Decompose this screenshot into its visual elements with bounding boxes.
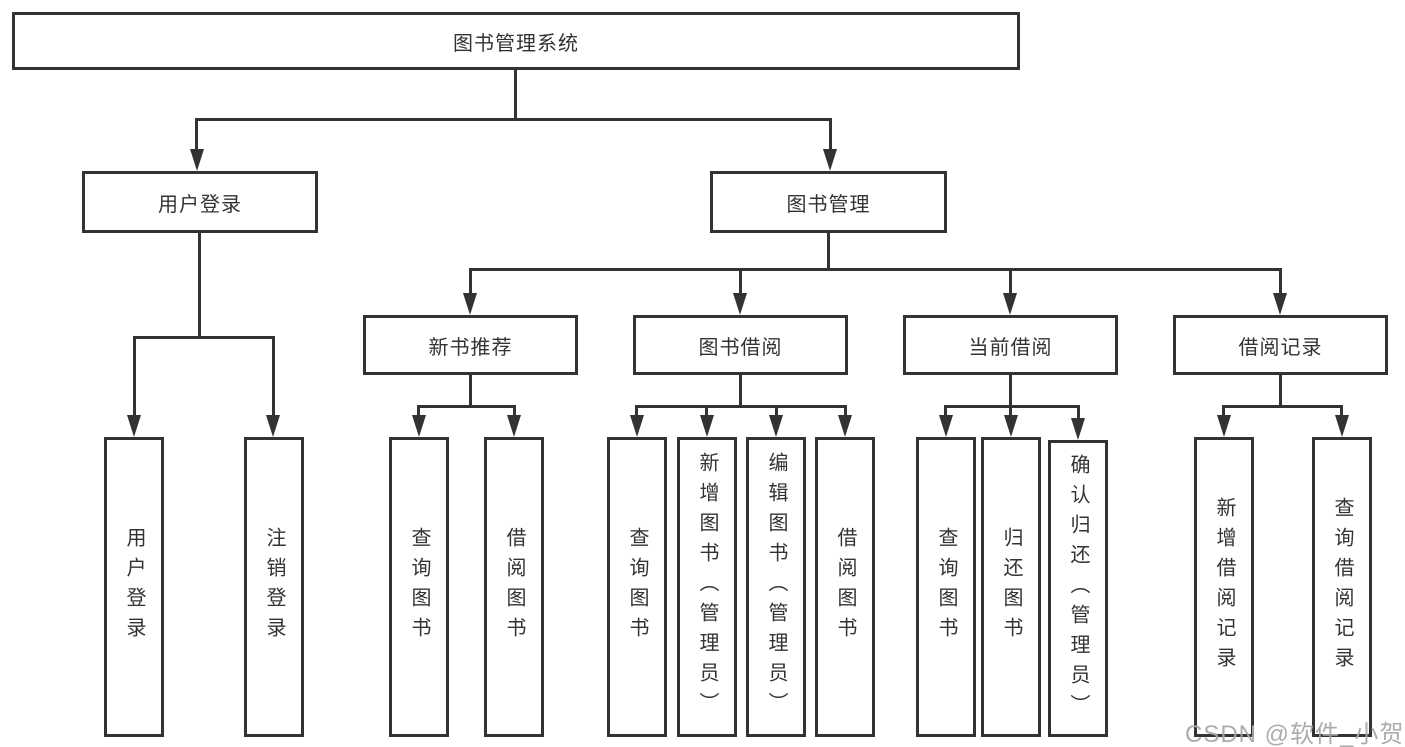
connector-line	[469, 268, 472, 295]
node-label: 新增图书（管理员）	[696, 452, 718, 722]
connector-line	[944, 405, 1080, 408]
connector-line	[1009, 268, 1012, 295]
node-user-login-module: 用户登录	[82, 171, 318, 233]
connector-line	[1222, 405, 1343, 408]
connector-line	[469, 375, 472, 405]
arrowhead-icon	[190, 149, 204, 171]
node-label: 查询借阅记录	[1331, 497, 1353, 677]
leaf-current-query-books: 查询图书	[916, 437, 976, 737]
connector-line	[133, 336, 275, 339]
node-label: 确认归还（管理员）	[1067, 453, 1089, 724]
connector-line	[635, 405, 846, 408]
node-label: 图书借阅	[698, 336, 783, 359]
connector-line	[198, 233, 201, 336]
connector-line	[1279, 268, 1282, 295]
node-label: 归还图书	[1000, 527, 1022, 647]
node-library-system: 图书管理系统	[12, 12, 1020, 70]
node-label: 用户登录	[123, 527, 145, 647]
node-label: 查询图书	[408, 527, 430, 647]
connector-line	[739, 268, 742, 295]
connector-line	[469, 268, 1282, 271]
arrowhead-icon	[1335, 415, 1349, 437]
node-label: 新书推荐	[428, 336, 513, 359]
arrowhead-icon	[266, 415, 280, 437]
arrowhead-icon	[463, 293, 477, 315]
leaf-records-add-record: 新增借阅记录	[1194, 437, 1254, 737]
connector-line	[417, 405, 516, 408]
leaf-borrowing-edit-books-admin: 编辑图书（管理员）	[746, 437, 806, 737]
node-label: 借阅图书	[503, 527, 525, 647]
arrowhead-icon	[1273, 293, 1287, 315]
leaf-current-return-books: 归还图书	[981, 437, 1041, 737]
connector-line	[705, 405, 708, 417]
connector-line	[514, 70, 517, 120]
connector-line	[1340, 405, 1343, 417]
connector-line	[195, 118, 832, 121]
connector-line	[1009, 375, 1012, 405]
node-label: 注销登录	[263, 527, 285, 647]
csdn-watermark: CSDN @软件_小贺同学	[1185, 721, 1405, 747]
node-label: 借阅记录	[1238, 336, 1323, 359]
connector-line	[1009, 405, 1012, 417]
connector-line	[513, 405, 516, 417]
node-label: 用户登录	[158, 193, 242, 216]
connector-line	[944, 405, 947, 417]
connector-line	[844, 405, 847, 417]
leaf-recommend-borrow-books: 借阅图书	[484, 437, 544, 737]
connector-line	[1222, 405, 1225, 417]
arrowhead-icon	[700, 415, 714, 437]
arrowhead-icon	[1217, 415, 1231, 437]
node-borrowing-records: 借阅记录	[1173, 315, 1388, 375]
connector-line	[417, 405, 420, 417]
arrowhead-icon	[769, 415, 783, 437]
arrowhead-icon	[630, 415, 644, 437]
leaf-borrowing-query-books: 查询图书	[607, 437, 667, 737]
leaf-logout: 注销登录	[244, 437, 304, 737]
arrowhead-icon	[1071, 418, 1085, 440]
arrowhead-icon	[127, 415, 141, 437]
node-label: 图书管理	[786, 193, 871, 216]
node-label: 当前借阅	[968, 336, 1053, 359]
connector-line	[829, 118, 832, 152]
leaf-records-query-record: 查询借阅记录	[1312, 437, 1372, 737]
leaf-recommend-query-books: 查询图书	[389, 437, 449, 737]
leaf-current-confirm-return-admin: 确认归还（管理员）	[1048, 440, 1108, 737]
node-label: 查询图书	[935, 527, 957, 647]
arrowhead-icon	[1004, 415, 1018, 437]
arrowhead-icon	[507, 415, 521, 437]
connector-line	[195, 118, 198, 152]
leaf-user-login: 用户登录	[104, 437, 164, 737]
connector-line	[827, 233, 830, 268]
node-label: 编辑图书（管理员）	[765, 452, 787, 722]
connector-line	[133, 336, 136, 417]
node-label: 图书管理系统	[453, 32, 579, 55]
arrowhead-icon	[939, 415, 953, 437]
node-label: 新增借阅记录	[1213, 497, 1235, 677]
node-book-management-module: 图书管理	[710, 171, 947, 233]
connector-line	[775, 405, 778, 417]
node-label: 查询图书	[626, 527, 648, 647]
arrowhead-icon	[1003, 293, 1017, 315]
leaf-borrowing-borrow-books: 借阅图书	[815, 437, 875, 737]
connector-line	[1077, 405, 1080, 419]
node-book-borrowing: 图书借阅	[633, 315, 848, 375]
arrowhead-icon	[412, 415, 426, 437]
arrowhead-icon	[838, 415, 852, 437]
arrowhead-icon	[823, 149, 837, 171]
node-label: 借阅图书	[834, 527, 856, 647]
connector-line	[635, 405, 638, 417]
arrowhead-icon	[733, 293, 747, 315]
connector-line	[272, 336, 275, 417]
node-current-borrowing: 当前借阅	[903, 315, 1118, 375]
leaf-borrowing-add-books-admin: 新增图书（管理员）	[677, 437, 737, 737]
connector-line	[739, 375, 742, 405]
connector-line	[1279, 375, 1282, 405]
node-new-book-recommendation: 新书推荐	[363, 315, 578, 375]
